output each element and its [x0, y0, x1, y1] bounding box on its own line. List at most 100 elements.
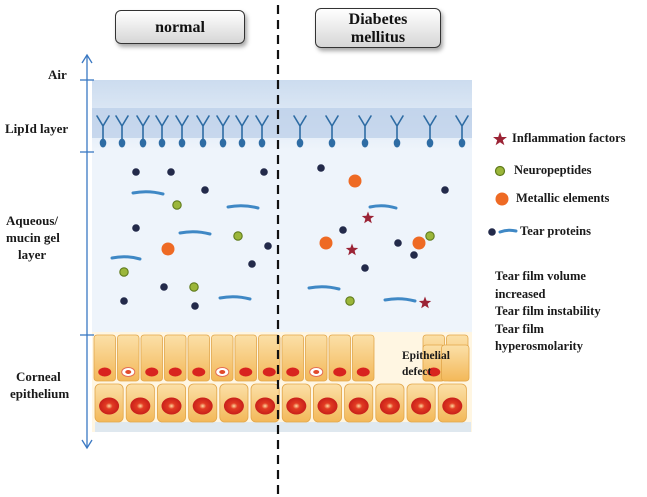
columnar-cell-short [441, 344, 470, 382]
neuropeptide-dot [172, 200, 182, 210]
normal-header-label: normal [155, 19, 205, 36]
basal-cell-nucleus [192, 397, 213, 415]
tear-protein-dash [368, 204, 398, 210]
lipid-head [178, 138, 186, 148]
tear-protein-dot [394, 239, 402, 247]
tear-protein-dot [120, 297, 128, 305]
legend-tear-proteins-label: Tear proteins [520, 224, 591, 238]
metallic-element-dot [319, 236, 333, 250]
nucleus-core [125, 370, 132, 374]
inflammation-factor-star [418, 296, 432, 309]
columnar-cell-nucleus [145, 367, 159, 377]
tear-protein-dot [132, 224, 140, 232]
columnar-cell-nucleus [239, 367, 253, 377]
metallic-element-dot [412, 236, 426, 250]
tear-protein-dot [260, 168, 268, 176]
metallic-element-dot [161, 242, 175, 256]
tear-protein-dot [201, 186, 209, 194]
lipid-head [328, 138, 336, 148]
legend-protein-dash-icon [498, 228, 518, 234]
lipid-head [139, 138, 147, 148]
inflammation-factor-star [361, 211, 375, 224]
legend-metallic-label: Metallic elements [516, 191, 610, 205]
neuropeptide-dot [425, 231, 435, 241]
basal-cell-nucleus [255, 397, 276, 415]
tear-protein-dot [264, 242, 272, 250]
legend-neuropeptides-label: Neuropeptides [514, 163, 592, 177]
columnar-cell-nucleus [98, 367, 112, 377]
columnar-cell-nucleus [333, 367, 347, 377]
diabetes-effects-text: Tear film volume increased Tear film ins… [495, 269, 601, 353]
lipid-head [361, 138, 369, 148]
legend-star-icon [493, 132, 507, 146]
tear-protein-dot [361, 264, 369, 272]
legend-icons [488, 132, 518, 236]
lipid-head [426, 138, 434, 148]
basal-cell-nucleus [130, 397, 151, 415]
neuropeptide-dot [233, 231, 243, 241]
basal-cell-nucleus [286, 397, 307, 415]
nucleus-core [313, 370, 320, 374]
diabetes-header-line2: mellitus [350, 29, 406, 46]
neuropeptide-dot [119, 267, 129, 277]
lipid-layer-label: LipId layer [5, 121, 69, 136]
normal-header: normal [115, 10, 245, 44]
lipid-head [258, 138, 266, 148]
basal-cell-nucleus [223, 397, 244, 415]
tear-protein-dash [178, 230, 212, 236]
tear-protein-dot [248, 260, 256, 268]
columnar-cell-nucleus [286, 367, 300, 377]
lipid-head [199, 138, 207, 148]
basal-cell-nucleus [348, 397, 369, 415]
epithelial-defect-label: Epithelial defect [402, 350, 450, 378]
lipid-head [99, 138, 107, 148]
basal-cell-nucleus [379, 397, 400, 415]
neuropeptide-dot [345, 296, 355, 306]
tear-protein-dot [410, 251, 418, 259]
nucleus-core [219, 370, 226, 374]
lipid-head [219, 138, 227, 148]
columnar-cell-nucleus [192, 367, 206, 377]
basal-cell-nucleus [161, 397, 182, 415]
lipid-head [118, 138, 126, 148]
corneal-epithelial-cells [93, 334, 470, 423]
neuropeptide-dot [189, 282, 199, 292]
columnar-cell-nucleus [356, 367, 370, 377]
lipid-head [393, 138, 401, 148]
columnar-cell-nucleus [262, 367, 276, 377]
columnar-cell-nucleus [427, 367, 441, 377]
tear-protein-dot [339, 226, 347, 234]
basal-cell-nucleus [442, 397, 463, 415]
basal-cell-nucleus [317, 397, 338, 415]
tear-protein-dot [191, 302, 199, 310]
tear-protein-dash [110, 255, 142, 261]
tear-protein-dash [131, 190, 165, 196]
inflammation-factor-star [345, 243, 359, 256]
tear-protein-dot [160, 283, 168, 291]
basement-membrane [95, 422, 471, 432]
tear-protein-dot [132, 168, 140, 176]
lipid-head [158, 138, 166, 148]
tear-protein-dot [167, 168, 175, 176]
metallic-element-dot [348, 174, 362, 188]
aqueous-layer-label: Aqueous/ mucin gel layer [6, 213, 60, 262]
tear-protein-dash [218, 295, 252, 301]
lipid-head [296, 138, 304, 148]
basal-cell-nucleus [99, 397, 120, 415]
tear-protein-dot [441, 186, 449, 194]
legend-neuropeptide-icon [494, 165, 506, 177]
legend-inflammation-label: Inflammation factors [512, 131, 626, 145]
lipid-band-core [92, 108, 472, 138]
diabetes-header: Diabetes mellitus [315, 8, 441, 48]
lipid-head [458, 138, 466, 148]
lipid-head [238, 138, 246, 148]
tear-protein-dash [307, 285, 341, 291]
lipid-molecules [96, 115, 469, 148]
tear-protein-dash [383, 297, 417, 303]
vertical-axis-arrow [80, 53, 94, 450]
diabetes-header-line1: Diabetes [348, 11, 408, 28]
tear-film-particles [110, 164, 449, 310]
air-label: Air [48, 67, 67, 82]
tear-protein-dash [226, 204, 260, 210]
